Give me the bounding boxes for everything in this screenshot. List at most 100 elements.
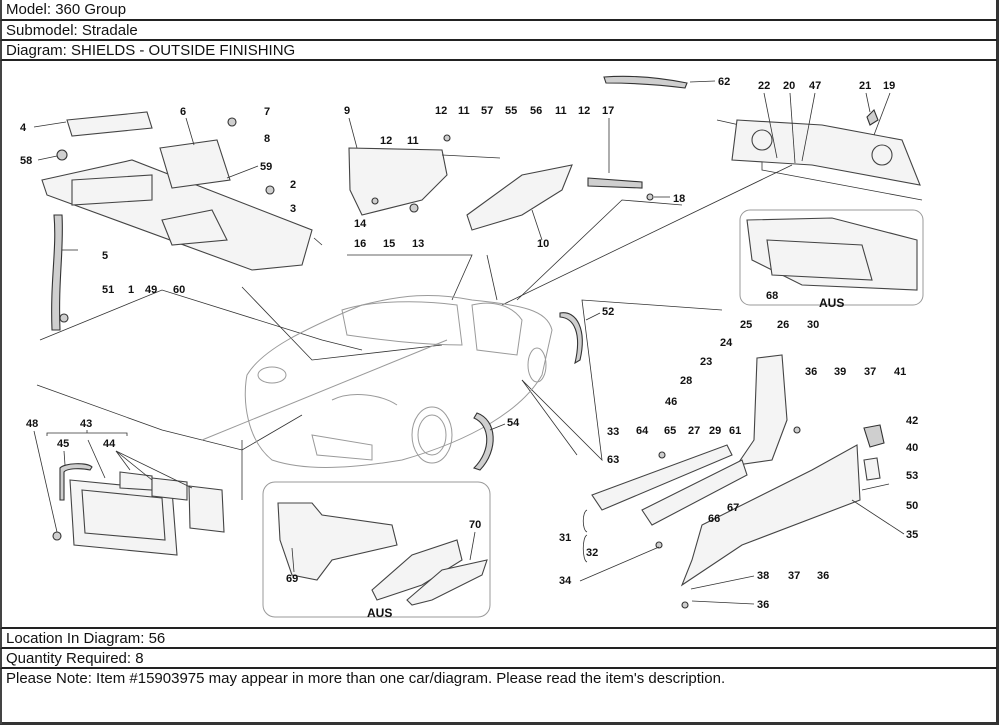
- callout-34: 34: [559, 575, 572, 587]
- callout-50: 50: [906, 500, 918, 512]
- model-row: Model: 360 Group: [0, 0, 997, 21]
- callout-26: 26: [777, 319, 789, 331]
- callout-12: 12: [435, 105, 447, 117]
- callout-64: 64: [636, 425, 649, 437]
- front-bumper-callouts: 9 12 11 57 55 56 11 12 12 11 14 16 15 13…: [344, 105, 590, 250]
- leader-underbody: [36, 384, 303, 451]
- callout-4: 4: [20, 122, 27, 134]
- callout-29: 29: [709, 425, 721, 437]
- callout-46: 46: [665, 396, 677, 408]
- callout-56: 56: [530, 105, 542, 117]
- callout-66: 66: [708, 513, 720, 525]
- rear-bumper-parts: [603, 75, 924, 306]
- callout-42: 42: [906, 415, 918, 427]
- callout-41: 41: [894, 366, 906, 378]
- callout-20: 20: [783, 80, 795, 92]
- callout-19: 19: [883, 80, 895, 92]
- underbody-parts: [52, 463, 225, 556]
- callout-35: 35: [906, 529, 918, 541]
- callout-28: 28: [680, 375, 692, 387]
- callout-33: 33: [607, 426, 619, 438]
- callout-70: 70: [469, 519, 481, 531]
- callout-8: 8: [264, 133, 270, 145]
- leader-sill: [521, 299, 723, 462]
- callout-55: 55: [505, 105, 517, 117]
- callout-11: 11: [458, 105, 470, 117]
- diagram-title-row: Diagram: SHIELDS - OUTSIDE FINISHING: [0, 41, 997, 61]
- callout-12c: 12: [380, 135, 392, 147]
- callout-16: 16: [354, 238, 366, 250]
- callout-38: 38: [757, 570, 769, 582]
- aus-label-front: AUS: [367, 606, 392, 620]
- callout-36b: 36: [817, 570, 829, 582]
- callout-5: 5: [102, 250, 108, 262]
- callout-52: 52: [602, 306, 614, 318]
- quantity-row: Quantity Required: 8: [0, 649, 997, 669]
- callout-3: 3: [290, 203, 296, 215]
- aus-label-rear: AUS: [819, 296, 844, 310]
- callout-53: 53: [906, 470, 918, 482]
- diagram-canvas: 4 6 7 8 58 59 2 3 5 51 1 49 60 9 12 11 5…: [20, 75, 924, 620]
- callout-40: 40: [906, 442, 918, 454]
- callout-58: 58: [20, 155, 32, 167]
- callout-14: 14: [354, 218, 367, 230]
- callout-62: 62: [718, 76, 730, 88]
- callout-32: 32: [586, 547, 598, 559]
- leader-badge: [516, 199, 683, 301]
- rear-callouts: 62 22 20 47 21 19 68 AUS: [689, 76, 895, 310]
- callout-11c: 11: [407, 135, 419, 147]
- callout-25: 25: [740, 319, 752, 331]
- leader-rear: [501, 164, 793, 306]
- callout-10: 10: [537, 238, 549, 250]
- callout-69: 69: [286, 573, 298, 585]
- callout-37: 37: [864, 366, 876, 378]
- callout-7: 7: [264, 106, 270, 118]
- front-hood-callouts: 4 6 7 8 58 59 2 3 5 51 1 49 60: [20, 106, 296, 296]
- callout-44: 44: [103, 438, 116, 450]
- callout-18: 18: [673, 193, 685, 205]
- callout-13: 13: [412, 238, 424, 250]
- callout-23: 23: [700, 356, 712, 368]
- front-badge-callouts: 17 18: [602, 105, 685, 205]
- callout-57: 57: [481, 105, 493, 117]
- callout-61: 61: [729, 425, 741, 437]
- front-hood-parts: [41, 111, 313, 331]
- callout-1: 1: [128, 284, 134, 296]
- callout-17: 17: [602, 105, 614, 117]
- front-aus-callouts: 69 70 AUS: [286, 519, 481, 620]
- front-bumper-parts: [348, 134, 654, 231]
- sill-callouts: 25 26 30 24 23 28 46 27 29 61 36 39 37 4…: [559, 319, 918, 611]
- callout-47: 47: [809, 80, 821, 92]
- callout-2: 2: [290, 179, 296, 191]
- callout-39: 39: [834, 366, 846, 378]
- leader-bumper-2: [486, 254, 498, 301]
- callout-59: 59: [260, 161, 272, 173]
- callout-6: 6: [180, 106, 186, 118]
- callout-36: 36: [805, 366, 817, 378]
- callout-15: 15: [383, 238, 395, 250]
- leader-hood: [39, 289, 363, 351]
- car-illustration: [201, 294, 553, 468]
- callout-54: 54: [507, 417, 520, 429]
- callout-12b: 12: [578, 105, 590, 117]
- leader-hood-3: [313, 237, 323, 246]
- callout-48: 48: [26, 418, 38, 430]
- callout-67: 67: [727, 502, 739, 514]
- callout-51: 51: [102, 284, 114, 296]
- callout-30: 30: [807, 319, 819, 331]
- callout-65: 65: [664, 425, 676, 437]
- note-row: Please Note: Item #15903975 may appear i…: [0, 669, 997, 724]
- arch-parts: 52 54: [472, 306, 614, 471]
- location-row: Location In Diagram: 56: [0, 629, 997, 649]
- submodel-row: Submodel: Stradale: [0, 21, 997, 41]
- leader-sill-2: [521, 379, 578, 456]
- callout-60: 60: [173, 284, 185, 296]
- callout-63: 63: [607, 454, 619, 466]
- callout-21: 21: [859, 80, 871, 92]
- callout-45: 45: [57, 438, 69, 450]
- callout-24: 24: [720, 337, 733, 349]
- callout-27: 27: [688, 425, 700, 437]
- callout-37b: 37: [788, 570, 800, 582]
- parts-diagram: 4 6 7 8 58 59 2 3 5 51 1 49 60 9 12 11 5…: [0, 61, 997, 629]
